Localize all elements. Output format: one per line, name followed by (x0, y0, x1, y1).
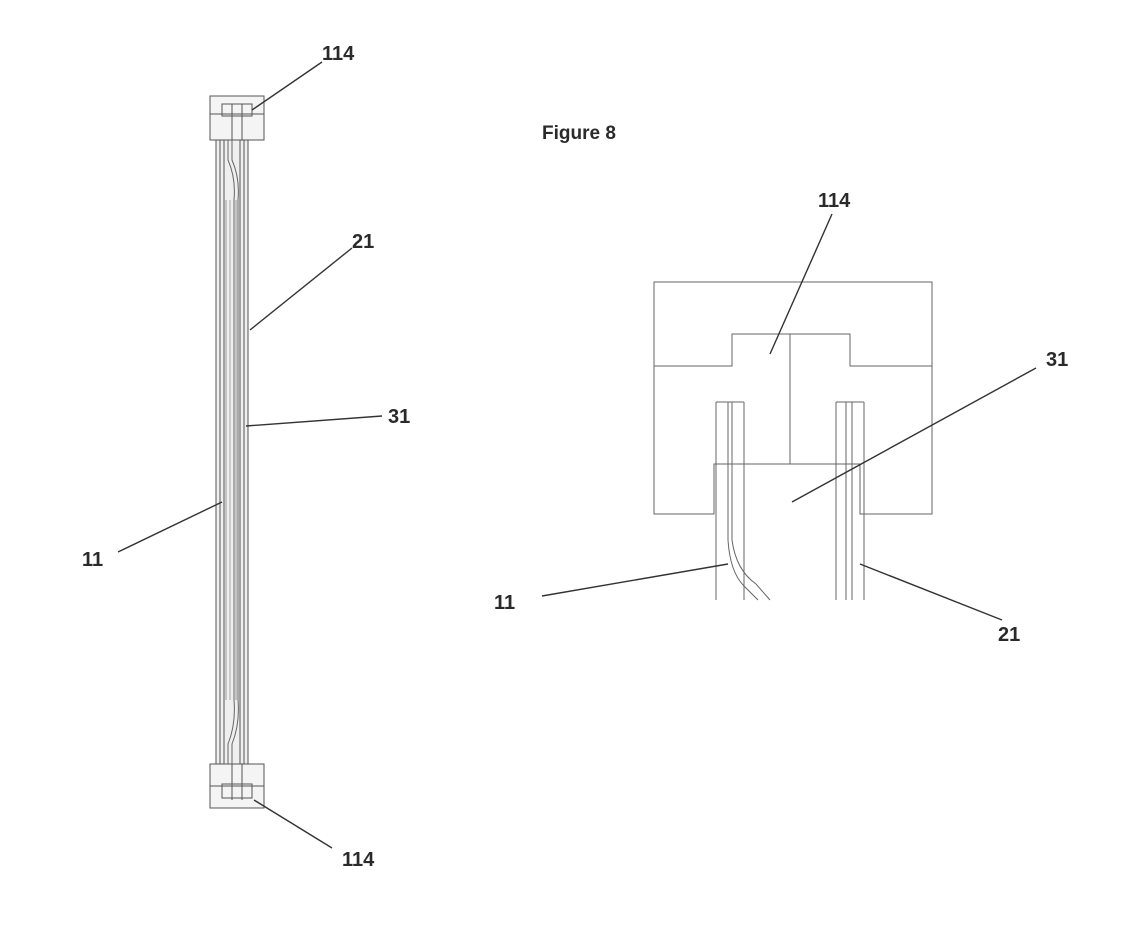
center-plug (752, 334, 836, 464)
leader-right-114 (770, 214, 832, 354)
end-cap-step (654, 334, 932, 366)
leader-right-11 (542, 564, 728, 596)
right-detail (654, 282, 932, 600)
figure-title: Figure 8 (542, 123, 616, 144)
leader-right-31 (792, 368, 1036, 502)
left-assembly (210, 96, 264, 808)
outer-membrane-tube (716, 402, 770, 600)
leader-left-31 (246, 416, 382, 426)
label-left-21: 21 (352, 231, 374, 253)
leader-left-114-top (252, 62, 322, 110)
tube-body (216, 140, 248, 764)
label-left-114-top: 114 (322, 43, 355, 65)
label-left-11: 11 (82, 549, 103, 571)
left-leader-lines (118, 62, 382, 848)
leader-right-21 (860, 564, 1002, 620)
top-end-cap (210, 96, 264, 140)
right-leader-lines (542, 214, 1036, 620)
end-cap-housing (654, 282, 932, 514)
label-right-21: 21 (998, 624, 1020, 646)
leader-left-11 (118, 502, 222, 552)
label-right-11: 11 (494, 592, 515, 614)
label-left-114-bottom: 114 (342, 849, 375, 871)
label-right-114: 114 (818, 190, 851, 212)
leader-left-21 (250, 248, 352, 330)
label-left-31: 31 (388, 406, 410, 428)
label-right-31: 31 (1046, 349, 1068, 371)
leader-left-114-bottom (254, 800, 332, 848)
